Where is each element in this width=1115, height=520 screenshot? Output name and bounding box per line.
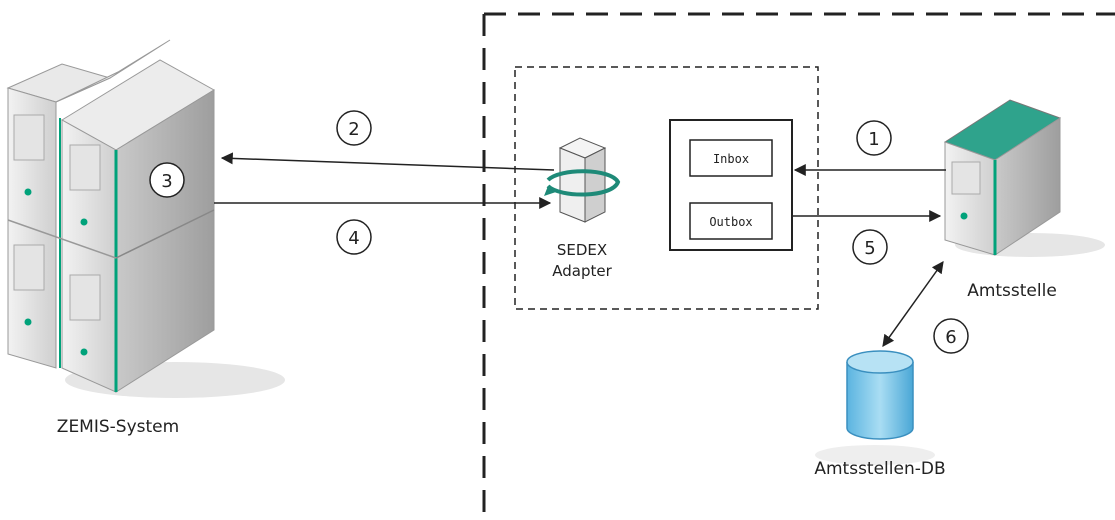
arrow-sedex-to-zemis <box>220 152 555 171</box>
sedex-boundary <box>514 66 819 310</box>
step-marker-2: 2 <box>336 110 372 146</box>
sedex-label-line1: SEDEX <box>557 241 607 259</box>
sedex-adapter-icon <box>544 137 621 223</box>
amtsstelle-server-icon <box>943 99 1105 257</box>
step-number: 3 <box>161 171 172 192</box>
outbox-box <box>689 202 773 240</box>
step-number: 4 <box>348 228 359 249</box>
zemis-server-icon <box>6 39 285 398</box>
database-label: Amtsstellen-DB <box>814 459 945 479</box>
inbox-label: Inbox <box>713 152 749 166</box>
step-marker-6: 6 <box>933 318 969 354</box>
step-number: 1 <box>868 129 879 150</box>
zemis-label: ZEMIS-System <box>57 417 179 437</box>
outbox-label: Outbox <box>709 215 752 229</box>
flow-arrows <box>214 152 946 347</box>
domain-boundary <box>482 12 1115 520</box>
step-marker-4: 4 <box>336 219 372 255</box>
amtsstelle-label: Amtsstelle <box>967 281 1057 301</box>
step-marker-1: 1 <box>856 120 892 156</box>
step-number: 6 <box>945 327 956 348</box>
step-number: 2 <box>348 119 359 140</box>
sedex-label-line2: Adapter <box>552 262 612 280</box>
step-number: 5 <box>864 238 875 259</box>
step-marker-5: 5 <box>852 229 888 265</box>
inbox-box <box>689 139 773 177</box>
arrow-amtsstelle-db <box>882 261 944 347</box>
step-marker-3: 3 <box>149 162 185 198</box>
database-icon <box>815 350 935 465</box>
